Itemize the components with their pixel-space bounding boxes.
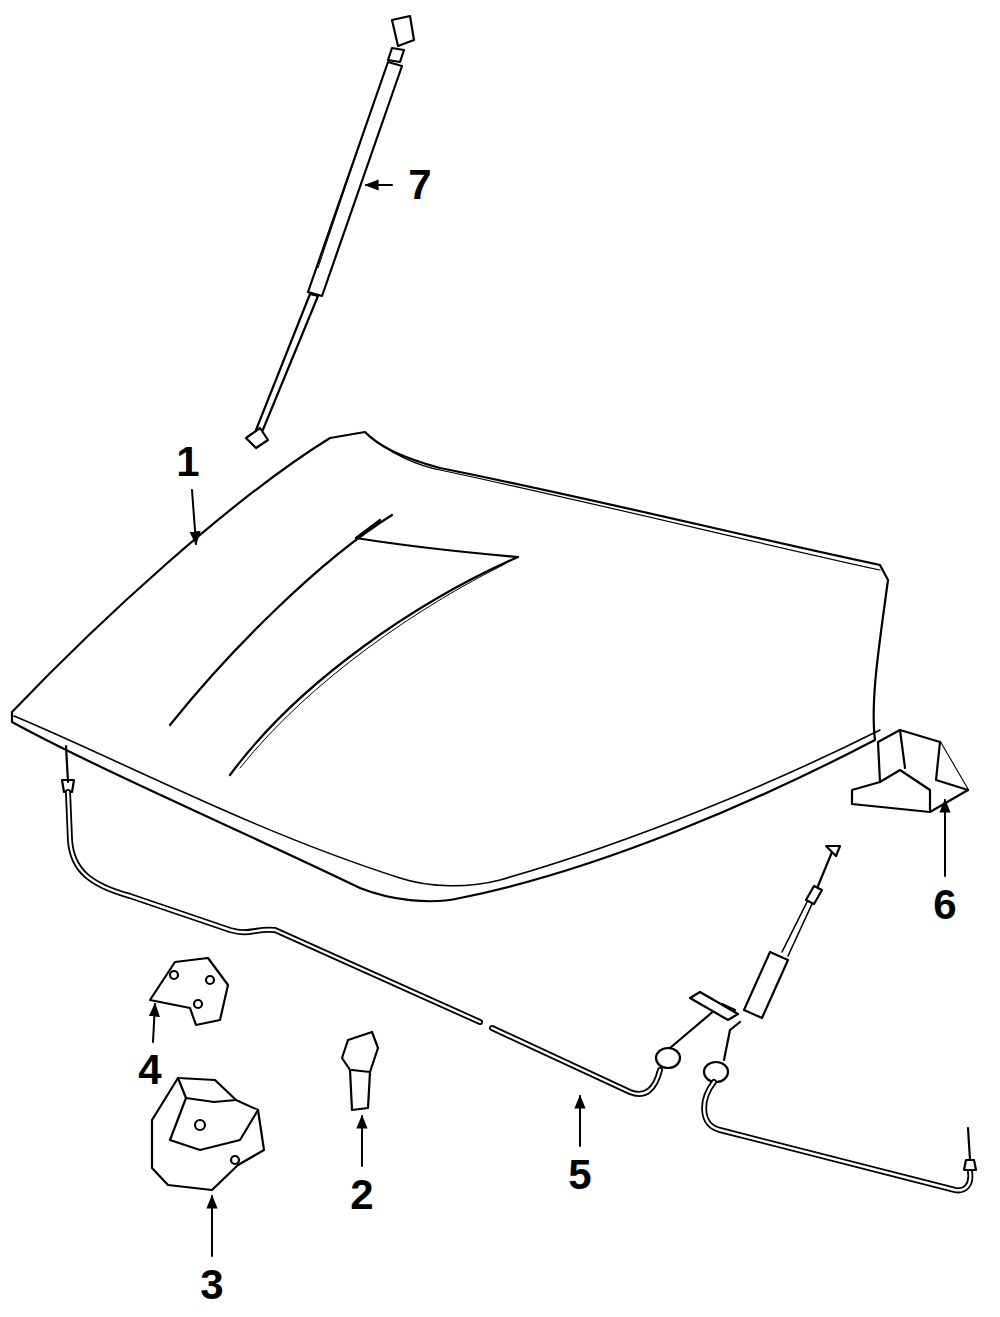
callout-number: 3	[200, 1264, 223, 1306]
leader-arrows	[153, 185, 945, 1256]
callout-number: 6	[933, 884, 956, 926]
hood-panel	[12, 432, 888, 901]
hood-clip	[342, 1032, 378, 1110]
callout-number: 5	[568, 1154, 591, 1196]
callout-number: 2	[350, 1174, 373, 1216]
hood-latch	[152, 1078, 264, 1190]
callout-number: 4	[138, 1049, 161, 1091]
hood-bumper	[852, 730, 968, 812]
release-cable	[62, 746, 976, 1190]
hood-strut	[246, 16, 414, 448]
callout-number: 7	[408, 164, 431, 206]
hood-hinge	[150, 958, 228, 1025]
callout-number: 1	[176, 441, 199, 483]
